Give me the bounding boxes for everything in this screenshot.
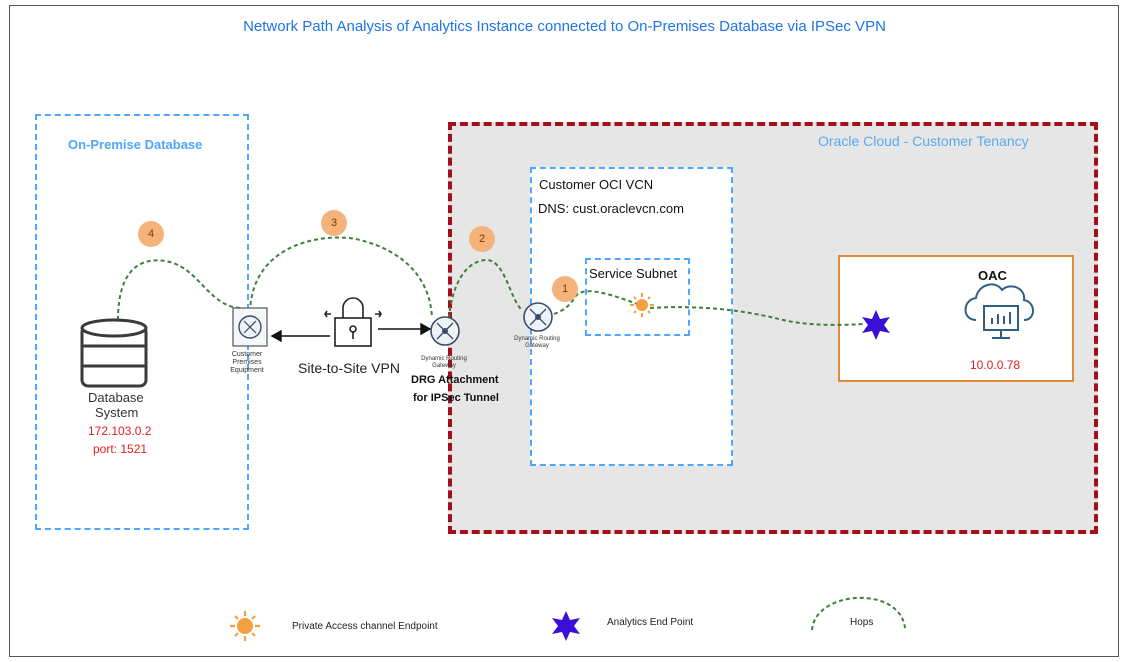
hop-badge-1: 1 xyxy=(552,276,578,302)
vpn-arrows xyxy=(270,322,432,343)
endpoint-link xyxy=(649,306,865,326)
oac-ip-address: 10.0.0.78 xyxy=(970,358,1021,372)
hop-path-4 xyxy=(117,259,243,321)
legend-pac-icon xyxy=(230,611,260,641)
legend-hops-icon xyxy=(811,596,906,631)
router-icon xyxy=(232,307,268,347)
legend-analytics-label: Analytics End Point xyxy=(607,617,694,628)
oac-label: OAC xyxy=(978,268,1007,283)
private-access-endpoint-icon xyxy=(630,293,654,317)
hop-paths xyxy=(117,236,865,326)
service-subnet-region xyxy=(585,258,690,336)
oracle-cloud-label: Oracle Cloud - Customer Tenancy xyxy=(818,133,1029,149)
hop-path-3 xyxy=(249,236,433,319)
hop-path-1 xyxy=(553,290,641,315)
vpn-label: Site-to-Site VPN xyxy=(298,360,400,376)
service-subnet-label: Service Subnet xyxy=(589,266,678,281)
analytics-endpoint-icon xyxy=(862,310,890,340)
vpn-lock-icon xyxy=(324,297,382,347)
hop-badge-2: 2 xyxy=(469,226,495,252)
drg-label-attachment: Dynamic Routing Gateway xyxy=(421,356,467,369)
legend-pac-label: Private Access channel Endpoint xyxy=(292,621,438,632)
arrow-head-left xyxy=(270,329,282,343)
database-label-line2: System xyxy=(95,405,139,420)
database-port: port: 1521 xyxy=(93,442,148,456)
legend-hops-label: Hops xyxy=(850,617,874,628)
hop-badge-3: 3 xyxy=(321,210,347,236)
vcn-dns-label: DNS: cust.oraclevcn.com xyxy=(538,201,684,216)
drg-attachment-label-line2: for IPSec Tunnel xyxy=(413,392,499,404)
legend-analytics-icon xyxy=(552,611,580,641)
oac-cloud-icon xyxy=(964,283,1034,339)
hop-badge-4: 4 xyxy=(138,221,164,247)
drg-icon-attachment xyxy=(430,316,460,346)
drg-icon-vcn xyxy=(523,302,553,332)
oci-vcn-region xyxy=(530,167,733,466)
database-ip: 172.103.0.2 xyxy=(88,424,152,438)
database-icon xyxy=(80,318,148,388)
hop-path-2 xyxy=(448,258,523,319)
drg-attachment-label-line1: DRG Attachment xyxy=(411,374,499,386)
database-label-line1: Database xyxy=(88,390,144,405)
drg-label-vcn: Dynamic Routing Gateway xyxy=(514,336,560,349)
vcn-label: Customer OCI VCN xyxy=(539,177,654,192)
arrow-head-right xyxy=(420,322,432,336)
cpe-label: Customer Premises Equipment xyxy=(230,351,264,374)
on-premise-label: On-Premise Database xyxy=(68,137,203,152)
diagram-title: Network Path Analysis of Analytics Insta… xyxy=(243,18,886,35)
